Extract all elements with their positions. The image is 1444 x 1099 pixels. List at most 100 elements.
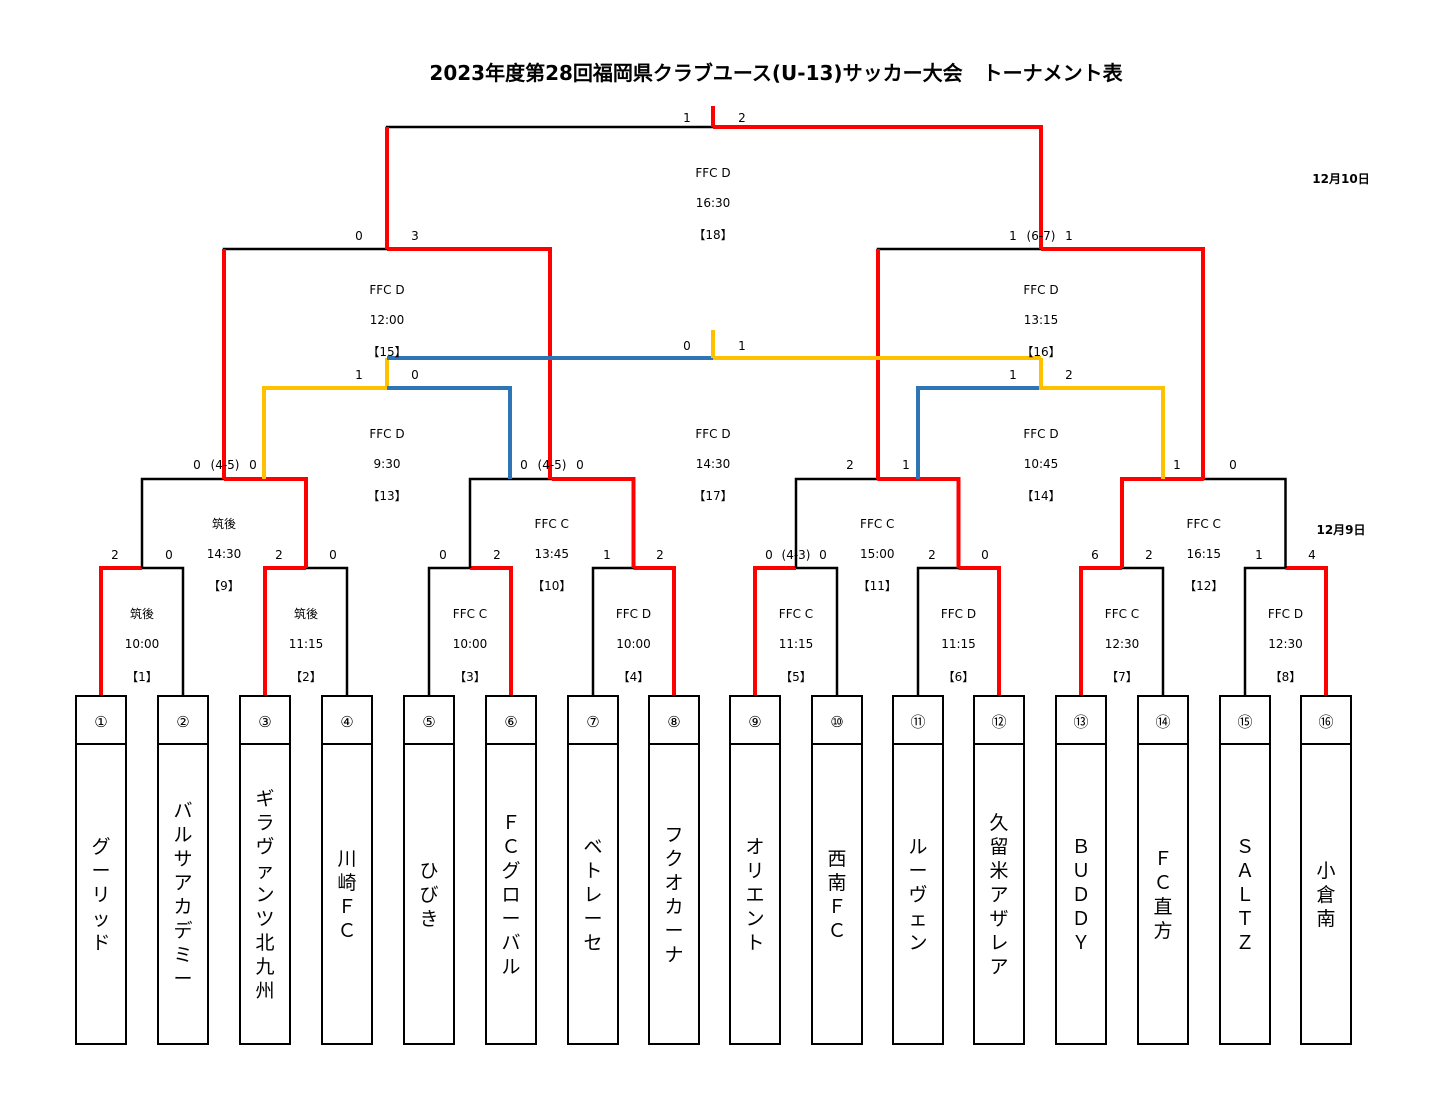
r2-line-right [551, 477, 636, 568]
score-left: 1 [683, 111, 691, 125]
team-box [811, 695, 863, 1045]
score-right: 0 [165, 548, 173, 562]
match-time: 10:00 [616, 637, 651, 651]
r1-win-line [753, 566, 796, 696]
score-right: 0 [819, 548, 827, 562]
match-id: 【16】 [1021, 345, 1060, 359]
score-left: 0 [439, 548, 447, 562]
pk-score: (4-5) [538, 458, 567, 472]
match-time: 10:00 [125, 637, 160, 651]
r1-lose-line [591, 566, 634, 696]
match-id: 【12】 [1184, 579, 1223, 593]
score-right: 2 [738, 111, 746, 125]
match-time: 11:15 [941, 637, 976, 651]
match-venue: FFC D [941, 607, 976, 621]
team-box [1055, 695, 1107, 1045]
team-number: ⑦ [586, 713, 599, 731]
match-time: 13:15 [1024, 313, 1059, 327]
team-name: フクオカーナ [664, 824, 683, 966]
match-venue: FFC C [453, 607, 487, 621]
match-venue: FFC C [1105, 607, 1139, 621]
team-box [157, 695, 209, 1045]
score-right: 2 [493, 548, 501, 562]
match-time: 14:30 [696, 457, 731, 471]
r1-lose-line [427, 566, 470, 696]
score-left: 6 [1091, 548, 1099, 562]
team-number: ⑬ [1073, 713, 1088, 731]
match-time: 16:15 [1186, 547, 1221, 561]
r2-line-right [1203, 477, 1287, 568]
team-number: ⑭ [1155, 713, 1170, 731]
score-left: 1 [355, 368, 363, 382]
score-left: 0 [683, 339, 691, 353]
team-box [403, 695, 455, 1045]
match-venue: FFC C [860, 517, 894, 531]
score-left: 1 [1009, 229, 1017, 243]
score-right: 1 [738, 339, 746, 353]
team-boxes: ①グーリッド②バルサアカデミー③ギラヴァンツ北九州④川崎ＦＣ⑤ひびき⑥ＦＣグロー… [75, 695, 1352, 1045]
pk-score: (4-5) [211, 458, 240, 472]
r2-line-left [468, 477, 552, 568]
r1-win-line [263, 566, 306, 696]
score-left: 2 [846, 458, 854, 472]
match-venue: 筑後 [212, 516, 236, 531]
team-name: ＦＣグローバル [501, 812, 520, 978]
team-name: バルサアカデミー [173, 800, 192, 990]
sf-line-right [387, 247, 552, 479]
r1-lose-line [142, 566, 185, 696]
third-line [1039, 358, 1165, 479]
team-name: ＦＣ直方 [1153, 848, 1172, 942]
sf-line-left [876, 247, 1041, 479]
team-box [321, 695, 373, 1045]
match-time: 16:30 [696, 196, 731, 210]
match-id: 【9】 [208, 579, 240, 593]
match-time: 9:30 [374, 457, 401, 471]
r1-lose-line [1243, 566, 1286, 696]
score-right: 0 [1229, 458, 1237, 472]
team-box [1137, 695, 1189, 1045]
r2-line-right [877, 477, 961, 568]
r1-win-line [1285, 566, 1328, 696]
match-venue: FFC D [369, 283, 404, 297]
date-label-final: 12月10日 [1312, 172, 1369, 186]
r1-win-line [470, 566, 513, 696]
match-venue: 筑後 [130, 606, 154, 621]
match-id: 【11】 [858, 579, 897, 593]
team-number: ⑫ [991, 713, 1006, 731]
match-id: 【5】 [780, 670, 812, 684]
match-venue: FFC C [535, 517, 569, 531]
match-time: 12:30 [1105, 637, 1140, 651]
pk-score: (6-7) [1027, 229, 1056, 243]
match-time: 14:30 [207, 547, 242, 561]
third-line [387, 386, 512, 479]
match-id: 【10】 [532, 579, 571, 593]
match-time: 12:00 [370, 313, 405, 327]
score-left: 1 [603, 548, 611, 562]
match-id: 【18】 [693, 228, 732, 242]
team-name: ギラヴァンツ北九州 [255, 788, 274, 1002]
match-id: 【1】 [126, 670, 158, 684]
third-line [916, 386, 1041, 479]
r1-win-line [1079, 566, 1122, 696]
team-name: グーリッド [91, 836, 110, 954]
score-left: 0 [765, 548, 773, 562]
match-id: 【13】 [367, 489, 406, 503]
match-venue: FFC D [695, 166, 730, 180]
r2-line-right [224, 477, 308, 568]
team-name: ベトレーセ [583, 836, 602, 954]
team-name: 小倉南 [1316, 860, 1335, 930]
team-box [648, 695, 700, 1045]
score-right: 1 [1065, 229, 1073, 243]
match-venue: FFC C [779, 607, 813, 621]
match-venue: FFC D [695, 427, 730, 441]
team-number: ③ [258, 713, 271, 731]
team-box [892, 695, 944, 1045]
match-time: 13:45 [534, 547, 569, 561]
match-time: 11:15 [779, 637, 814, 651]
team-name: 西南ＦＣ [827, 848, 846, 942]
team-box [1300, 695, 1352, 1045]
team-box [729, 695, 781, 1045]
third-line [262, 358, 389, 479]
team-name: ひびき [419, 860, 438, 930]
